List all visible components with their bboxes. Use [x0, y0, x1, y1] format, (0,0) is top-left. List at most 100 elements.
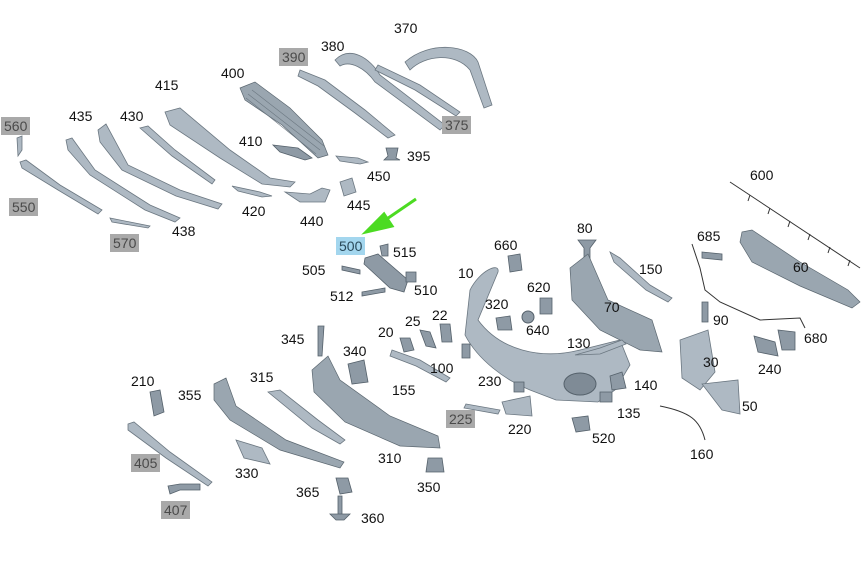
part-407[interactable] [167, 483, 201, 495]
part-10[interactable] [464, 267, 631, 403]
part-400-mesh [245, 89, 325, 155]
part-150[interactable] [609, 251, 673, 303]
part-520[interactable] [571, 415, 591, 433]
part-510[interactable] [405, 271, 417, 283]
part-140[interactable] [609, 371, 627, 391]
part-22[interactable] [439, 323, 453, 343]
callout-435: 435 [69, 108, 93, 124]
part-135[interactable] [599, 391, 613, 403]
callout-375: 375 [442, 116, 472, 134]
callout-600: 600 [750, 167, 774, 183]
part-430[interactable] [97, 123, 223, 210]
part-345[interactable] [317, 325, 325, 357]
part-365[interactable] [335, 477, 353, 495]
part-685-cable[interactable] [691, 243, 806, 329]
part-20[interactable] [399, 337, 415, 353]
part-620[interactable] [539, 297, 553, 315]
callout-210: 210 [131, 373, 155, 389]
part-320[interactable] [495, 315, 513, 331]
part-438[interactable] [139, 125, 216, 185]
part-70[interactable] [569, 253, 663, 353]
part-220[interactable] [501, 395, 533, 417]
part-500[interactable] [363, 253, 409, 293]
part-350[interactable] [425, 457, 445, 473]
callout-135: 135 [617, 405, 641, 421]
callout-510: 510 [414, 282, 438, 298]
callout-512: 512 [330, 288, 354, 304]
callout-25: 25 [405, 313, 421, 329]
callout-10: 10 [458, 265, 474, 281]
callout-60: 60 [793, 259, 809, 275]
callout-640: 640 [526, 322, 550, 338]
part-440[interactable] [283, 187, 331, 203]
callout-315: 315 [250, 369, 274, 385]
callout-140: 140 [634, 377, 658, 393]
part-315[interactable] [267, 389, 346, 445]
callout-660: 660 [494, 237, 518, 253]
part-600-rail[interactable] [729, 181, 861, 269]
callout-370: 370 [394, 20, 418, 36]
callout-30: 30 [703, 354, 719, 370]
part-450[interactable] [335, 155, 370, 165]
part-90[interactable] [701, 301, 709, 323]
callout-350: 350 [417, 479, 441, 495]
part-225[interactable] [463, 403, 501, 415]
part-512[interactable] [361, 287, 386, 297]
part-420[interactable] [231, 185, 273, 198]
part-405[interactable] [127, 421, 213, 487]
callout-150: 150 [639, 261, 663, 277]
part-640[interactable] [521, 310, 535, 324]
callout-500-selected[interactable]: 500 [336, 237, 366, 255]
callout-310: 310 [378, 450, 402, 466]
callout-130: 130 [567, 335, 591, 351]
part-310[interactable] [311, 355, 441, 449]
part-360[interactable] [329, 495, 351, 521]
callout-345: 345 [281, 331, 305, 347]
callout-355: 355 [178, 387, 202, 403]
part-210[interactable] [149, 389, 165, 417]
part-240[interactable] [753, 335, 779, 357]
part-415[interactable] [164, 107, 296, 188]
callout-320: 320 [485, 296, 509, 312]
callout-570: 570 [110, 234, 140, 252]
part-370[interactable] [404, 46, 493, 109]
part-355[interactable] [213, 377, 345, 469]
part-660[interactable] [507, 253, 523, 273]
part-570[interactable] [109, 217, 151, 229]
part-160-cable[interactable] [659, 405, 706, 441]
part-505[interactable] [341, 265, 361, 275]
callout-230: 230 [478, 373, 502, 389]
callout-80: 80 [577, 220, 593, 236]
part-25[interactable] [419, 329, 437, 349]
callout-395: 395 [407, 148, 431, 164]
part-560[interactable] [16, 135, 23, 158]
part-60[interactable] [739, 229, 861, 309]
part-100[interactable] [461, 343, 471, 359]
part-230[interactable] [513, 381, 525, 393]
part-130[interactable] [574, 339, 627, 356]
callout-520: 520 [592, 430, 616, 446]
callout-515: 515 [393, 244, 417, 260]
callout-240: 240 [758, 361, 782, 377]
part-550[interactable] [19, 159, 103, 215]
callout-410: 410 [239, 133, 263, 149]
part-30[interactable] [679, 329, 716, 391]
callout-220: 220 [508, 421, 532, 437]
pointer-arrow [361, 197, 417, 235]
part-410[interactable] [271, 144, 313, 161]
part-155[interactable] [389, 349, 451, 383]
callout-550: 550 [9, 198, 39, 216]
part-395[interactable] [383, 147, 401, 161]
part-435[interactable] [65, 137, 181, 223]
callout-685: 685 [697, 228, 721, 244]
part-685[interactable] [701, 251, 723, 261]
part-445[interactable] [339, 177, 357, 197]
part-680[interactable] [777, 329, 796, 351]
callout-155: 155 [392, 382, 416, 398]
part-515[interactable] [379, 243, 389, 257]
part-330[interactable] [235, 439, 271, 465]
part-340[interactable] [347, 359, 369, 385]
part-50[interactable] [701, 379, 741, 415]
part-390[interactable] [297, 69, 396, 139]
